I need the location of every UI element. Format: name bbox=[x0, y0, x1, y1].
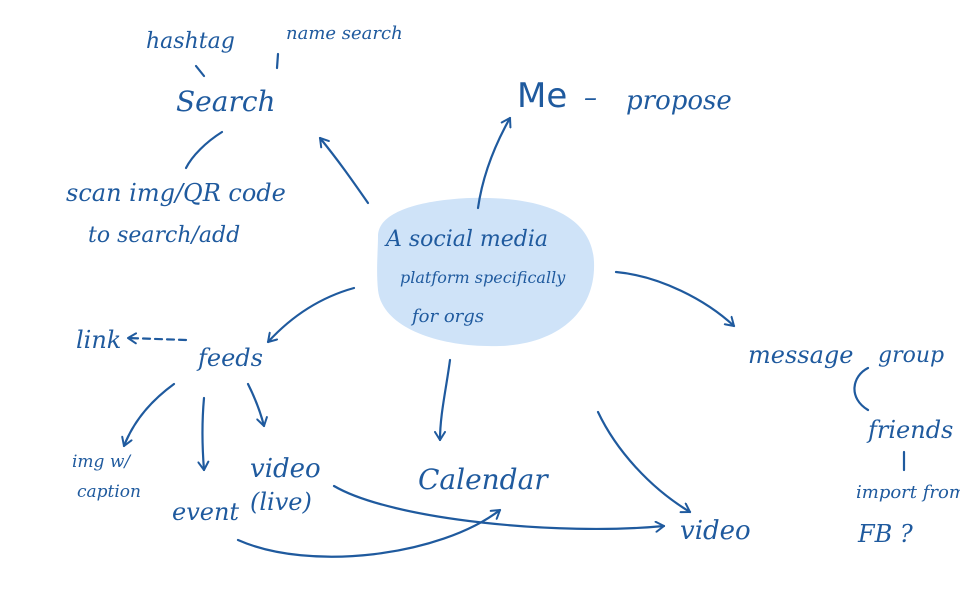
arrow-center-to-video bbox=[596, 410, 692, 514]
event-label: event bbox=[172, 498, 240, 526]
calendar-title: Calendar bbox=[418, 463, 548, 496]
line-search-scan bbox=[184, 130, 224, 170]
feeds-title: feeds bbox=[198, 344, 263, 372]
video-live-line-2: (live) bbox=[250, 488, 312, 516]
group-label: group bbox=[878, 343, 945, 368]
arrow-center-to-search bbox=[318, 136, 370, 205]
line-search-hashtag bbox=[194, 64, 206, 78]
center-line-2: platform specifically bbox=[400, 268, 566, 287]
link-label: link bbox=[76, 326, 122, 354]
scan-line-1: scan img/QR code bbox=[66, 179, 286, 207]
arrow-feeds-to-img bbox=[121, 382, 176, 448]
scan-line-2: to search/add bbox=[88, 223, 241, 248]
arrow-center-to-feeds bbox=[266, 286, 356, 344]
friends-label: friends bbox=[868, 416, 954, 444]
arrow-feeds-to-video-live bbox=[246, 382, 268, 428]
arrow-feeds-to-event bbox=[197, 396, 210, 472]
center-line-3: for orgs bbox=[412, 306, 485, 327]
center-blob bbox=[377, 197, 595, 347]
import-line-1: import from bbox=[856, 482, 960, 503]
hashtag-label: hashtag bbox=[146, 29, 235, 54]
import-line-2: FB ? bbox=[858, 520, 913, 548]
img-line-2: caption bbox=[77, 482, 141, 502]
me-dash: – bbox=[584, 83, 597, 113]
arrow-center-to-calendar bbox=[434, 358, 452, 442]
arrow-center-to-message bbox=[614, 270, 736, 328]
arrow-video-live-to-video bbox=[332, 484, 666, 533]
line-search-name bbox=[275, 52, 280, 70]
message-title: message bbox=[748, 341, 854, 369]
propose-label: propose bbox=[626, 86, 732, 116]
arrow-event-to-calendar bbox=[236, 508, 502, 558]
arrow-center-to-me bbox=[476, 116, 512, 210]
name-search-label: name search bbox=[286, 23, 403, 44]
img-line-1: img w/ bbox=[72, 452, 131, 472]
video-live-line-1: video bbox=[250, 454, 321, 484]
me-title: Me bbox=[517, 76, 568, 116]
brace-message bbox=[853, 366, 870, 412]
arrow-feeds-to-link bbox=[126, 332, 188, 345]
search-title: Search bbox=[176, 85, 276, 118]
video-title: video bbox=[680, 516, 751, 546]
center-line-1: A social media bbox=[386, 227, 549, 252]
